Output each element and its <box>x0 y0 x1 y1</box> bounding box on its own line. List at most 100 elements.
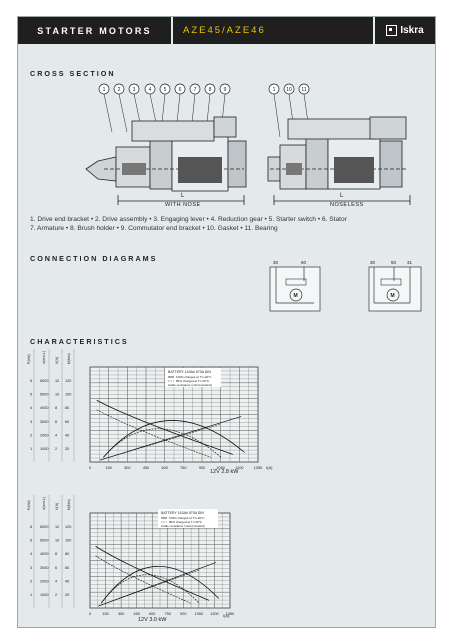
callout-number: 3 <box>133 87 136 93</box>
dimension-l-with-nose: L <box>181 193 185 199</box>
motor-with-nose-drawing <box>85 116 247 205</box>
row-label-n: 3000 <box>40 566 48 570</box>
callout-number: 6 <box>179 87 182 93</box>
row-label-n: 1000 <box>40 447 48 451</box>
row-label-u: 2 <box>55 593 57 597</box>
row-label-p: 4 <box>30 406 32 410</box>
motor-symbol-2: M <box>391 293 395 299</box>
callout-number: 7 <box>194 87 197 93</box>
row-label-n: 3000 <box>40 420 48 424</box>
row-label-u: 8 <box>55 406 57 410</box>
datasheet-page: STARTER MOTORS AZE45/AZE46 Iskra CROSS S… <box>17 16 436 628</box>
terminal-50-label: 50 <box>301 260 307 265</box>
x-tick-label: 450 <box>133 612 139 616</box>
chart2-legend-item-1: 100% charged at T=+20°C <box>169 516 205 520</box>
row-label-n: 1000 <box>40 593 48 597</box>
characteristic-curve <box>98 562 217 607</box>
motor-symbol-1: M <box>294 293 298 299</box>
characteristic-curve <box>103 428 222 458</box>
row-label-u: 8 <box>55 552 57 556</box>
axis-header: M(Nm) <box>67 499 71 510</box>
chart1-legend-item-3: Cable resistance 1mΩ (included) <box>168 383 212 387</box>
characteristic-curve <box>96 399 233 455</box>
terminal-30-label: 30 <box>273 260 279 265</box>
row-label-m: 60 <box>65 566 69 570</box>
connection-diagrams-title: CONNECTION DIAGRAMS <box>30 254 158 263</box>
x-tick-label: 0 <box>89 466 91 470</box>
row-label-n: 6000 <box>40 379 48 383</box>
row-label-p: 3 <box>30 420 32 424</box>
row-label-u: 4 <box>55 579 57 583</box>
row-label-u: 6 <box>55 420 57 424</box>
row-label-m: 80 <box>65 406 69 410</box>
row-label-u: 6 <box>55 566 57 570</box>
axis-header: P(kW) <box>27 354 31 364</box>
header-models: AZE45/AZE46 <box>171 17 373 44</box>
x-tick-label: 1200 <box>210 612 218 616</box>
row-label-m: 20 <box>65 447 69 451</box>
terminal-31-label: 31 <box>407 260 413 265</box>
chart2-legend-title: BATTERY 143Ah 570A DIN <box>161 511 204 515</box>
x-tick-label: 900 <box>199 466 205 470</box>
x-tick-label: 1200 <box>235 466 243 470</box>
chart2-caption: 12V 3.0 kW <box>138 617 167 623</box>
x-tick-label: 1350 <box>226 612 234 616</box>
characteristic-curve <box>95 545 210 601</box>
x-tick-label: 600 <box>161 466 167 470</box>
row-label-p: 3 <box>30 566 32 570</box>
brand-name: Iskra <box>400 25 424 36</box>
x-tick-label: 750 <box>180 466 186 470</box>
dimension-l-noseless: L <box>340 193 344 199</box>
row-label-p: 2 <box>30 579 32 583</box>
row-label-n: 4000 <box>40 406 48 410</box>
chart1-legend: BATTERY 143Ah 570A DIN 100% charged at T… <box>165 368 221 387</box>
legend-line-2: 7. Armature • 8. Brush holder • 9. Commu… <box>30 225 278 232</box>
x-tick-label: 1050 <box>216 466 224 470</box>
x-tick-label: 150 <box>102 612 108 616</box>
axis-header: n(min-1) <box>42 497 46 510</box>
terminal-30-label-2: 30 <box>370 260 376 265</box>
row-label-m: 100 <box>65 539 71 543</box>
cross-section-title: CROSS SECTION <box>30 69 116 78</box>
x-tick-label: 0 <box>89 612 91 616</box>
callout-leader <box>273 93 281 138</box>
row-label-u: 2 <box>55 447 57 451</box>
callout-number: 10 <box>286 87 292 93</box>
axis-header: U(V) <box>55 357 59 364</box>
x-tick-label: 600 <box>149 612 155 616</box>
row-label-p: 1 <box>30 593 32 597</box>
characteristics-title: CHARACTERISTICS <box>30 337 129 346</box>
row-label-m: 60 <box>65 420 69 424</box>
row-label-n: 2000 <box>40 433 48 437</box>
row-label-u: 10 <box>55 393 59 397</box>
chart2-x-unit: I(A) <box>223 613 230 618</box>
row-label-u: 4 <box>55 433 57 437</box>
caption-noseless: NOSELESS <box>330 202 364 208</box>
callout-leader <box>103 93 113 133</box>
row-label-m: 40 <box>65 579 69 583</box>
row-label-n: 6000 <box>40 525 48 529</box>
row-label-m: 20 <box>65 593 69 597</box>
characteristic-curve <box>103 420 245 458</box>
iskra-logo-icon <box>386 25 398 36</box>
brand-logo: Iskra <box>373 17 435 44</box>
callout-number: 5 <box>164 87 167 93</box>
row-label-p: 5 <box>30 393 32 397</box>
chart2-legend: BATTERY 143Ah 570A DIN 100% charged at T… <box>158 509 218 528</box>
callout-number: 4 <box>149 87 152 93</box>
row-label-p: 4 <box>30 552 32 556</box>
x-tick-label: 300 <box>118 612 124 616</box>
axis-header: M(Nm) <box>67 353 71 364</box>
row-label-p: 6 <box>30 379 32 383</box>
header-bar: STARTER MOTORS AZE45/AZE46 Iskra <box>18 17 435 44</box>
x-tick-label: 900 <box>180 612 186 616</box>
callout-number: 9 <box>224 87 227 93</box>
x-tick-label: 1350 <box>254 466 262 470</box>
row-label-m: 80 <box>65 552 69 556</box>
chart2-legend-item-3: Cable resistance 1mΩ (included) <box>161 524 205 528</box>
row-label-n: 2000 <box>40 579 48 583</box>
